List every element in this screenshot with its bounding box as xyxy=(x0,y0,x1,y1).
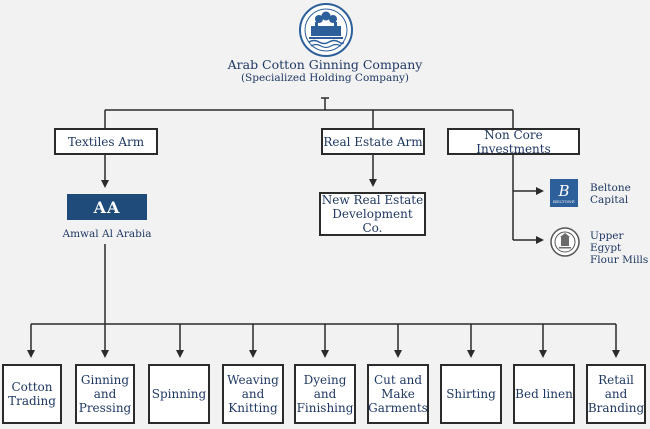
division-line: Trading xyxy=(8,394,56,408)
division-line: Spinning xyxy=(151,387,207,401)
division-box-cotton-trading: Cotton Trading xyxy=(2,364,62,424)
division-line: Make xyxy=(381,387,415,401)
division-line: Pressing xyxy=(78,401,132,415)
cotton-gin-factory-icon xyxy=(299,3,353,57)
flour-mills-line-2: Flour Mills xyxy=(590,254,649,266)
real-estate-arm-box: Real Estate Arm xyxy=(321,128,425,155)
company-subtitle: (Specialized Holding Company) xyxy=(240,72,410,84)
amwal-logo-badge: AA xyxy=(67,194,147,220)
division-line: Knitting xyxy=(228,401,278,415)
beltone-line-2: Capital xyxy=(590,194,629,206)
beltone-logo-icon: B BELTONE xyxy=(550,179,578,207)
division-line: Shirting xyxy=(446,387,496,401)
division-box-retail-branding: Retail and Branding xyxy=(586,364,646,424)
division-line: and xyxy=(93,387,117,401)
amwal-caption: Amwal Al Arabia xyxy=(62,228,152,240)
new-real-estate-box: New Real Estate Development Co. xyxy=(319,192,426,236)
new-real-estate-line-1: New Real Estate xyxy=(321,193,424,207)
beltone-logo-wordmark: BELTONE xyxy=(553,198,575,204)
non-core-investments-label: Non Core Investments xyxy=(476,127,551,156)
division-box-cut-make-garments: Cut and Make Garments xyxy=(367,364,429,424)
division-box-ginning-pressing: Ginning and Pressing xyxy=(75,364,135,424)
division-line: Cut and xyxy=(373,373,423,387)
new-real-estate-line-2: Development Co. xyxy=(332,207,413,235)
division-line: Finishing xyxy=(296,401,354,415)
division-box-dyeing-finishing: Dyeing and Finishing xyxy=(294,364,356,424)
division-line: Ginning xyxy=(80,373,130,387)
company-name: Arab Cotton Ginning Company xyxy=(227,57,423,72)
real-estate-arm-label: Real Estate Arm xyxy=(323,134,423,149)
division-line: and xyxy=(604,387,628,401)
division-line: Retail xyxy=(598,373,634,387)
division-box-bed-linen: Bed linen xyxy=(513,364,575,424)
division-line: and xyxy=(241,387,265,401)
flour-mills-seal-icon xyxy=(550,227,580,257)
company-header: Arab Cotton Ginning Company (Specialized… xyxy=(175,57,475,85)
beltone-logo-letter: B xyxy=(558,181,570,200)
flour-mills-line-1: Upper Egypt xyxy=(590,230,624,254)
flour-mills-label: Upper Egypt Flour Mills xyxy=(590,230,650,266)
textiles-arm-box: Textiles Arm xyxy=(54,128,158,155)
division-line: Garments xyxy=(368,401,428,415)
division-line: Dyeing xyxy=(303,373,347,387)
division-box-spinning: Spinning xyxy=(148,364,210,424)
division-line: Bed linen xyxy=(515,387,573,401)
division-box-shirting: Shirting xyxy=(440,364,502,424)
division-line: Cotton xyxy=(11,380,53,394)
non-core-investments-box: Non Core Investments xyxy=(447,127,580,156)
division-line: Weaving xyxy=(227,373,279,387)
division-box-weaving-knitting: Weaving and Knitting xyxy=(222,364,284,424)
division-line: and xyxy=(313,387,337,401)
beltone-line-1: Beltone xyxy=(590,182,631,194)
division-line: Branding xyxy=(587,401,645,415)
textiles-arm-label: Textiles Arm xyxy=(67,134,145,149)
beltone-capital-label: Beltone Capital xyxy=(590,182,631,206)
